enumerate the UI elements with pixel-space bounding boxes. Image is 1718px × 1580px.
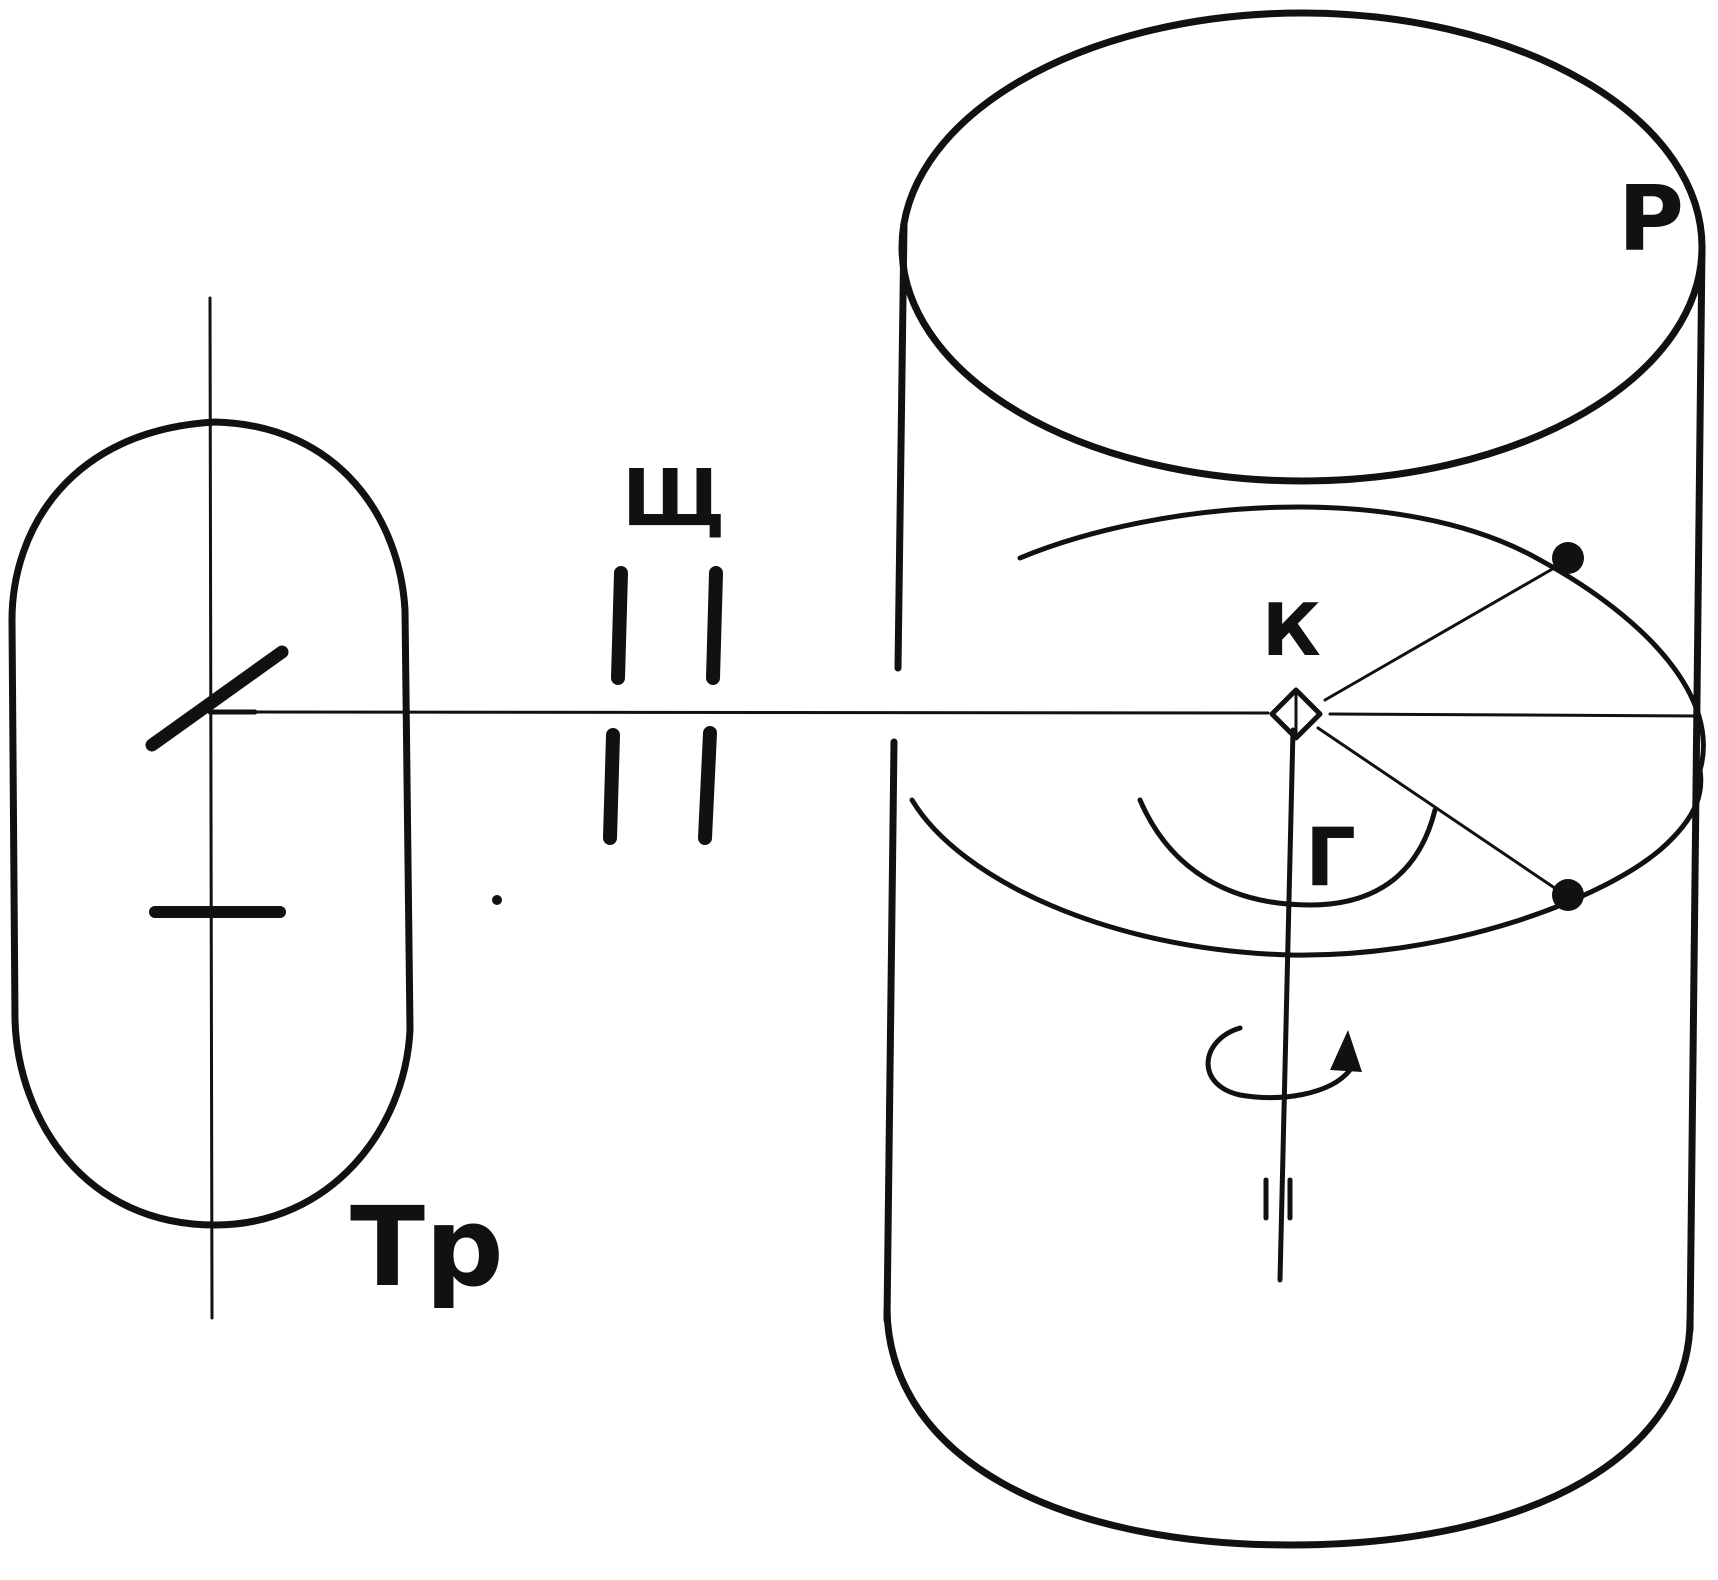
- label-slit: Щ: [622, 454, 725, 544]
- crystal-assembly: [1205, 542, 1702, 1283]
- label-tube: Тр: [350, 1183, 504, 1311]
- slit-bar-lower-left: [603, 728, 620, 845]
- drum-left-wall-upper: [894, 221, 908, 672]
- tube-anticathode: [145, 645, 289, 752]
- slit-bar-upper-right: [706, 566, 723, 685]
- slit-bar-upper-left: [611, 566, 628, 685]
- xray-tube: [8, 296, 414, 1320]
- diffracted-ray-upper: [1323, 558, 1570, 702]
- label-drum: Р: [1618, 167, 1684, 272]
- rotation-arrow: [1205, 1025, 1353, 1101]
- drum-right-wall: [1686, 243, 1706, 1334]
- goniometer-circle-front: [909, 767, 1704, 958]
- film-drum: [883, 9, 1706, 1549]
- goniometer: [909, 504, 1706, 958]
- xray-beam: [208, 710, 1270, 715]
- drum-left-wall-lower: [883, 738, 898, 1324]
- goniometer-circle-back: [1017, 504, 1706, 773]
- crystal-rotation-axis: [1277, 727, 1296, 1283]
- goniometer-angle-arc: [1137, 797, 1438, 908]
- tube-envelope: [8, 418, 414, 1229]
- diffraction-spot-upper: [1552, 542, 1584, 574]
- transmitted-beam: [1328, 712, 1702, 718]
- slit-collimator: [603, 566, 723, 845]
- diffracted-ray-lower: [1316, 726, 1570, 899]
- drum-top-ellipse: [898, 9, 1706, 485]
- label-goniometer: Г: [1305, 811, 1356, 904]
- stray-dot: [492, 895, 502, 905]
- diffraction-spot-lower: [1552, 879, 1584, 911]
- slit-bar-lower-right: [698, 726, 717, 845]
- drum-bottom-arc: [883, 1306, 1694, 1549]
- label-crystal: К: [1262, 588, 1321, 672]
- rotation-arrow-head: [1330, 1030, 1362, 1072]
- tube-axis-line: [208, 296, 214, 1320]
